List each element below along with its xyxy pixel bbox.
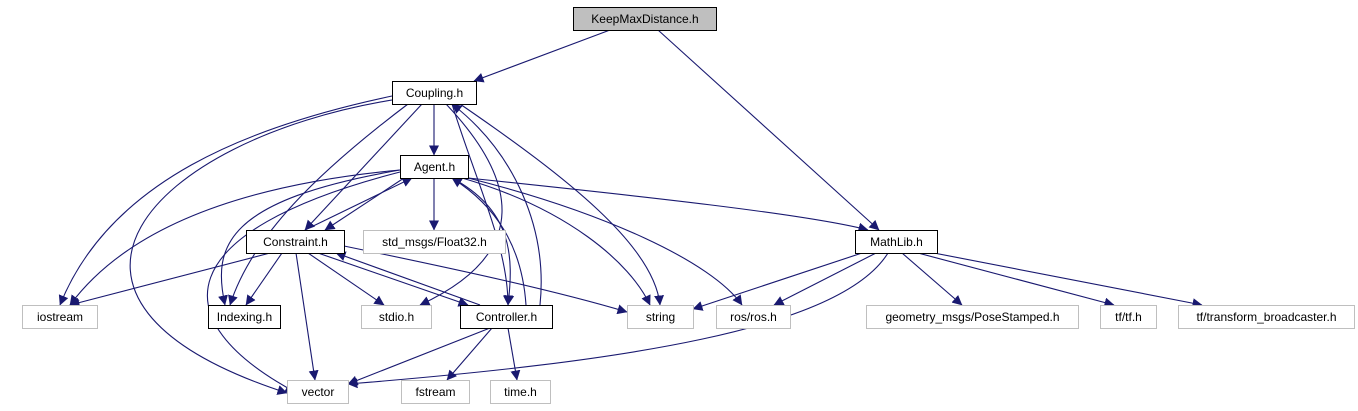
edge-controller-to-coupling <box>451 103 542 306</box>
edge-coupling-to-indexing <box>228 103 409 306</box>
node-box-indexing <box>208 305 281 329</box>
node-label-std-msgs-float32: std_msgs/Float32.h <box>382 235 487 249</box>
node-label-string: string <box>646 310 675 324</box>
node-box-fstream <box>401 380 470 404</box>
edge-keepmaxdistance-to-mathlib <box>657 29 880 231</box>
node-box-string <box>627 305 694 329</box>
node-box-time <box>490 380 551 404</box>
edge-coupling-to-constraint <box>304 103 423 231</box>
node-agent[interactable]: Agent.h <box>400 155 469 179</box>
edge-controller-to-vector <box>347 327 491 386</box>
edge-constraint-to-string <box>343 245 628 315</box>
node-mathlib[interactable]: MathLib.h <box>855 230 938 254</box>
edge-agent-to-constraint <box>324 177 405 231</box>
edge-agent-to-vector <box>206 171 401 393</box>
node-label-ros-ros: ros/ros.h <box>730 310 777 324</box>
node-label-mathlib: MathLib.h <box>870 235 923 249</box>
edge-mathlib-to-string <box>692 252 863 311</box>
node-box-keepmaxdistance <box>573 7 717 31</box>
edge-constraint-to-indexing <box>245 252 283 306</box>
edge-keepmaxdistance-to-coupling <box>473 29 611 83</box>
node-box-geometry-msgs-posestamped <box>866 305 1079 329</box>
node-label-time: time.h <box>504 385 537 399</box>
node-label-fstream: fstream <box>415 385 455 399</box>
edge-mathlib-to-tf-tf <box>917 252 1115 308</box>
node-vector: vector <box>287 380 349 404</box>
edge-coupling-to-string <box>459 103 664 306</box>
node-label-stdio: stdio.h <box>379 310 414 324</box>
edge-controller-to-time <box>507 327 521 381</box>
node-box-stdio <box>361 305 432 329</box>
node-string: string <box>627 305 694 329</box>
edge-mathlib-to-tf-transform-broadcaster <box>933 252 1203 309</box>
node-tf-transform-broadcaster: tf/transform_broadcaster.h <box>1178 305 1355 329</box>
node-label-controller: Controller.h <box>476 310 537 324</box>
node-label-indexing: Indexing.h <box>217 310 272 324</box>
node-box-iostream <box>22 305 98 329</box>
node-constraint[interactable]: Constraint.h <box>246 230 345 254</box>
node-keepmaxdistance[interactable]: KeepMaxDistance.h <box>573 7 717 31</box>
dependency-edges <box>58 29 1203 395</box>
edge-agent-to-mathlib <box>467 177 869 233</box>
node-geometry-msgs-posestamped: geometry_msgs/PoseStamped.h <box>866 305 1079 329</box>
edge-agent-to-indexing <box>218 169 401 306</box>
node-box-coupling <box>392 81 477 105</box>
edge-mathlib-to-vector <box>347 252 889 389</box>
node-std-msgs-float32: std_msgs/Float32.h <box>363 230 506 254</box>
edge-coupling-to-iostream <box>58 95 393 306</box>
node-time: time.h <box>490 380 551 404</box>
node-box-mathlib <box>855 230 938 254</box>
edge-constraint-to-iostream <box>69 252 271 308</box>
node-indexing[interactable]: Indexing.h <box>208 305 281 329</box>
edge-constraint-to-vector <box>295 252 319 381</box>
node-box-vector <box>287 380 349 404</box>
node-controller[interactable]: Controller.h <box>460 305 553 329</box>
node-box-tf-transform-broadcaster <box>1178 305 1355 329</box>
node-label-agent: Agent.h <box>414 160 455 174</box>
edge-agent-to-ros-ros <box>467 177 743 306</box>
node-ros-ros: ros/ros.h <box>716 305 791 329</box>
node-label-iostream: iostream <box>37 310 83 324</box>
node-box-controller <box>460 305 553 329</box>
edge-agent-to-iostream <box>69 169 401 306</box>
edge-coupling-to-stdio <box>419 103 503 306</box>
node-label-geometry-msgs-posestamped: geometry_msgs/PoseStamped.h <box>885 310 1059 324</box>
edge-agent-to-string <box>461 177 651 306</box>
node-stdio: stdio.h <box>361 305 432 329</box>
node-box-constraint <box>246 230 345 254</box>
node-label-keepmaxdistance: KeepMaxDistance.h <box>591 12 698 26</box>
edge-mathlib-to-geometry-msgs-posestamped <box>901 252 963 306</box>
node-box-tf-tf <box>1100 305 1157 329</box>
edge-controller-to-constraint <box>335 251 481 306</box>
edge-controller-to-agent <box>451 177 527 306</box>
edge-constraint-to-agent <box>304 177 413 231</box>
node-coupling[interactable]: Coupling.h <box>392 81 477 105</box>
node-label-tf-transform-broadcaster: tf/transform_broadcaster.h <box>1196 310 1336 324</box>
edge-mathlib-to-ros-ros <box>773 252 877 306</box>
node-label-vector: vector <box>302 385 335 399</box>
node-box-agent <box>400 155 469 179</box>
node-fstream: fstream <box>401 380 470 404</box>
node-box-ros-ros <box>716 305 791 329</box>
node-label-coupling: Coupling.h <box>406 86 463 100</box>
edge-constraint-to-controller <box>317 252 469 307</box>
node-label-constraint: Constraint.h <box>263 235 328 249</box>
node-box-std-msgs-float32 <box>363 230 506 254</box>
node-iostream: iostream <box>22 305 98 329</box>
edge-controller-to-fstream <box>446 327 493 381</box>
edge-coupling-to-controller <box>451 103 513 306</box>
node-label-tf-tf: tf/tf.h <box>1115 310 1142 324</box>
edge-coupling-to-vector <box>129 99 393 395</box>
node-tf-tf: tf/tf.h <box>1100 305 1157 329</box>
edge-constraint-to-stdio <box>307 252 385 306</box>
